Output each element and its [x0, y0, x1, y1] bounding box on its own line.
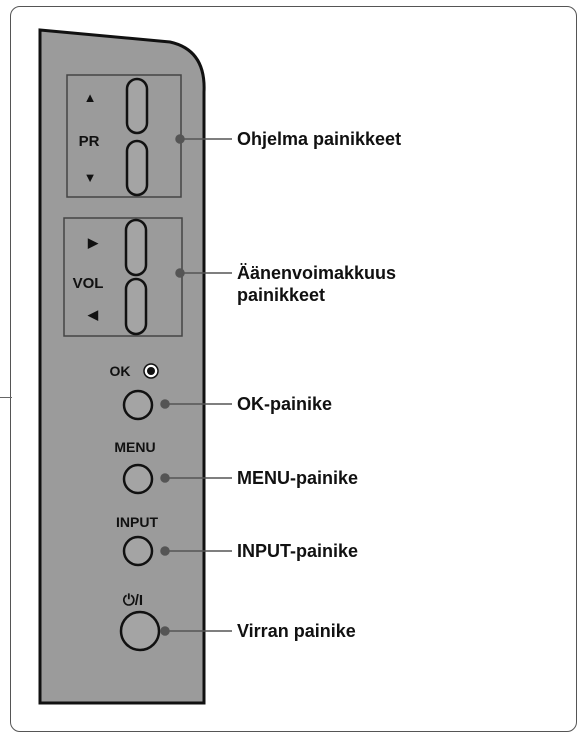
callout-menu: MENU-painike: [237, 468, 358, 488]
pr-up-button[interactable]: [125, 77, 149, 135]
connector-dot-input: [160, 546, 170, 556]
connector-dot-power: [160, 626, 170, 636]
vol-up-arrow: ▶: [87, 235, 99, 250]
callout-input: INPUT-painike: [237, 541, 358, 561]
power-button[interactable]: [119, 610, 161, 652]
side-panel: [38, 28, 206, 705]
connector-dot-program: [175, 134, 185, 144]
callout-ok: OK-painike: [237, 394, 332, 414]
vol-down-arrow: ◀: [87, 307, 99, 322]
edge-tick: [0, 397, 12, 398]
ok-button[interactable]: [122, 389, 154, 421]
power-label: ⏻/I: [123, 592, 143, 609]
callout-power: Virran painike: [237, 621, 356, 641]
connector-dot-volume: [175, 268, 185, 278]
pr-down-button[interactable]: [125, 139, 149, 197]
callout-program: Ohjelma painikkeet: [237, 129, 401, 149]
ok-indicator-dot: [147, 367, 155, 375]
vol-label: VOL: [73, 275, 104, 292]
vol-up-button[interactable]: [124, 218, 148, 277]
callout-volume-line2: painikkeet: [237, 285, 325, 305]
connector-dot-ok: [160, 399, 170, 409]
connector-dot-menu: [160, 473, 170, 483]
input-button[interactable]: [122, 535, 154, 567]
vol-down-button[interactable]: [124, 277, 148, 336]
input-label: INPUT: [116, 514, 158, 530]
ok-label: OK: [110, 363, 131, 379]
pr-down-arrow: ▼: [84, 170, 97, 185]
menu-button[interactable]: [122, 463, 154, 495]
menu-label: MENU: [114, 439, 155, 455]
pr-up-arrow: ▲: [84, 90, 97, 105]
diagram-frame: [10, 6, 577, 732]
pr-label: PR: [79, 133, 100, 150]
callout-volume-line1: Äänenvoimakkuus: [237, 263, 396, 283]
